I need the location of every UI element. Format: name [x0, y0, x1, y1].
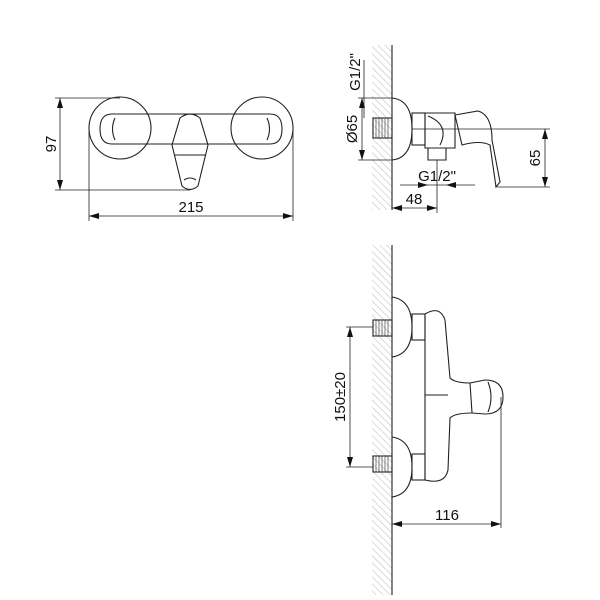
front-view: 97 215	[43, 96, 294, 221]
bottom-side-view: 150±20 116	[332, 245, 504, 595]
center-distance-label: 150±20	[332, 372, 349, 422]
handle	[469, 379, 504, 415]
mixer-body	[424, 310, 473, 482]
left-rosette	[88, 96, 152, 160]
outlet-height-label: 65	[527, 150, 544, 167]
upper-thread	[372, 319, 393, 337]
right-rosette	[230, 96, 294, 160]
lower-thread	[372, 455, 393, 473]
thread-top-label: G1/2"	[347, 53, 364, 91]
side-view: Ø65 G1/2" G1/2" 48 65	[344, 45, 550, 213]
upper-rosette	[391, 296, 413, 358]
height-dimension-label: 97	[43, 136, 60, 153]
width-dimension-label: 215	[178, 199, 203, 216]
rosette-diameter-label: Ø65	[344, 115, 361, 143]
handle	[171, 113, 209, 191]
wall-hatch	[372, 245, 392, 595]
thread	[372, 117, 393, 139]
rosette	[391, 97, 413, 161]
projection-label: 48	[406, 191, 423, 208]
depth-label: 116	[435, 507, 459, 524]
lower-rosette	[391, 436, 413, 498]
valve-body	[424, 112, 456, 149]
mixer-body	[99, 113, 283, 145]
lever	[454, 110, 501, 189]
